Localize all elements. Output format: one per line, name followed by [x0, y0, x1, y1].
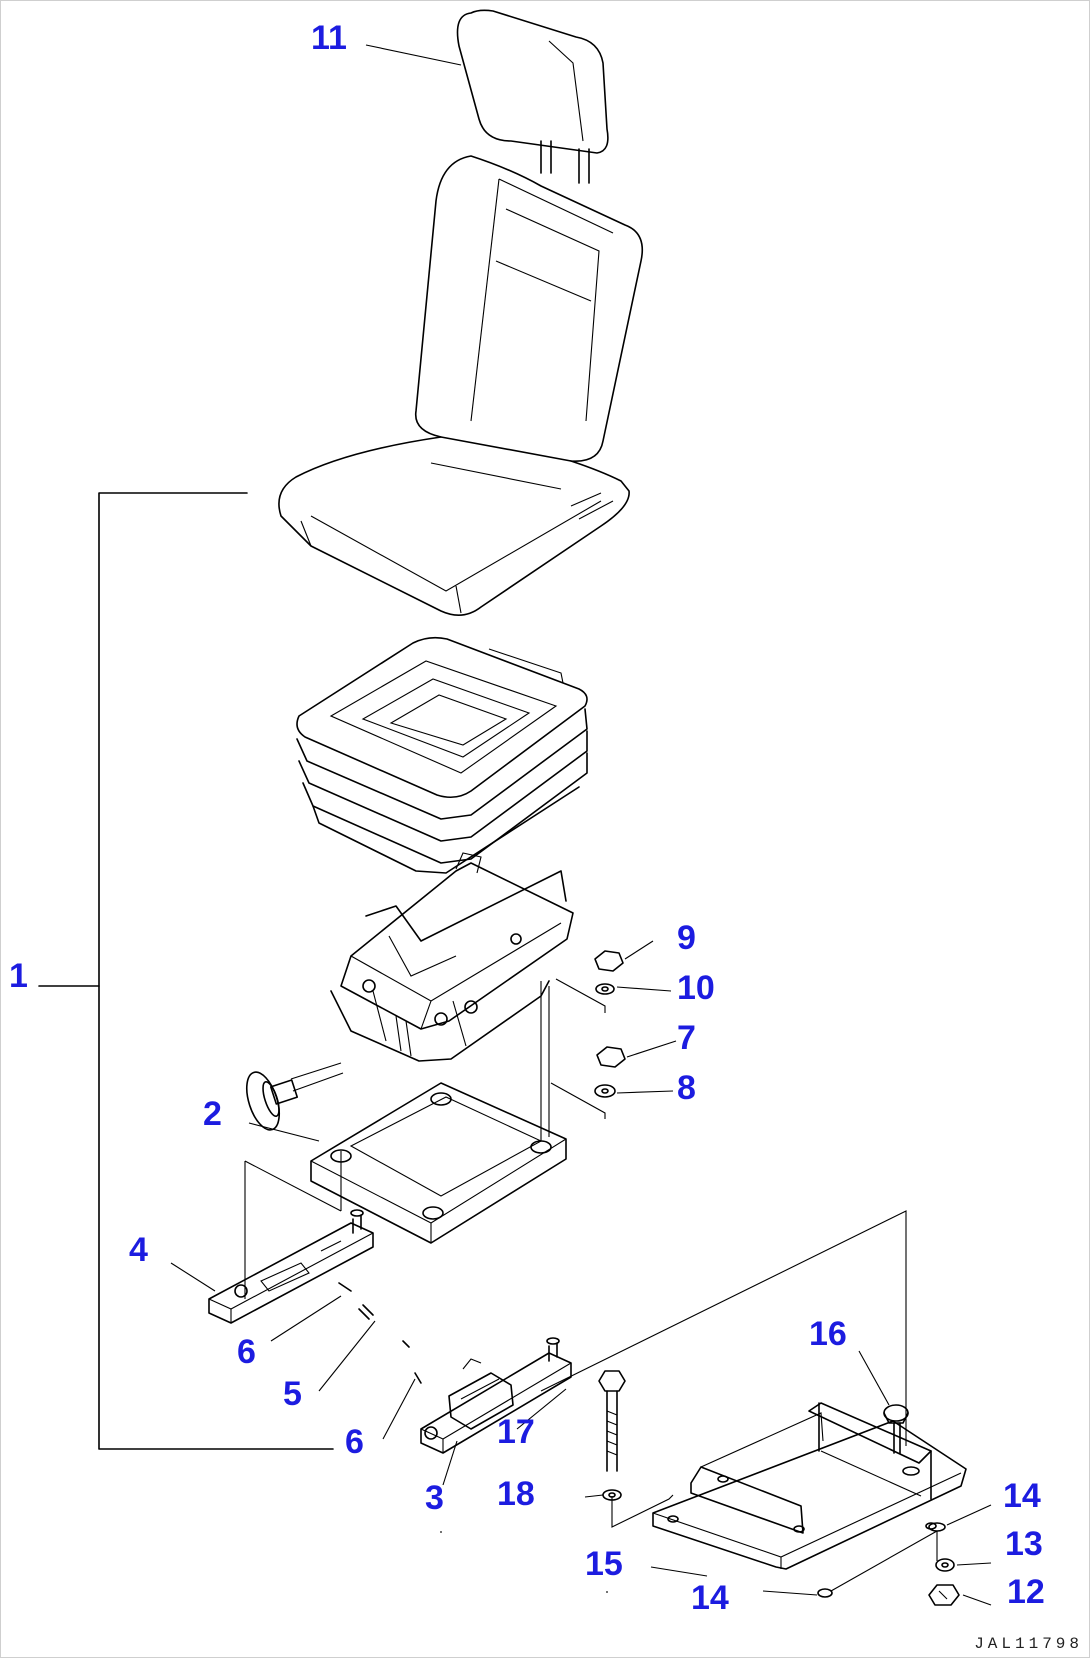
leader-lines [170, 44, 992, 1606]
callout-16: 16 [809, 1315, 847, 1353]
callout-12: 12 [1007, 1573, 1045, 1611]
nuts-and-washers-upper [550, 950, 626, 1119]
callout-3: 3 [425, 1479, 444, 1517]
drawing-code: JAL11798 [974, 1635, 1083, 1653]
callout-7: 7 [677, 1019, 696, 1057]
headrest-part [456, 9, 609, 184]
suspension-mechanism-part [245, 852, 574, 1131]
lock-knob-part [883, 1404, 909, 1454]
slide-rail-left-part [208, 1209, 374, 1324]
pin-and-clip-hardware [338, 1282, 422, 1384]
callout-5: 5 [283, 1375, 302, 1413]
callout-11: 11 [311, 19, 347, 57]
callout-8: 8 [677, 1069, 696, 1107]
callout-10: 10 [677, 969, 715, 1007]
callout-14-lower: 14 [691, 1579, 729, 1617]
callout-15: 15 [585, 1545, 623, 1583]
callout-17: 17 [497, 1413, 535, 1451]
slide-rail-right-part [420, 1337, 572, 1454]
callout-2: 2 [203, 1095, 222, 1133]
callout-1: 1 [9, 957, 28, 995]
callout-4: 4 [129, 1231, 148, 1269]
suspension-bellows-part [296, 636, 588, 874]
mounting-plate-part [310, 981, 567, 1244]
bolt-and-washer-part [598, 1370, 626, 1501]
callout-18: 18 [497, 1475, 535, 1513]
base-bracket-part [652, 1402, 967, 1570]
callout-6-lower: 6 [345, 1423, 364, 1461]
seat-body-part [278, 155, 644, 616]
assembly-bracket-1 [98, 492, 334, 1450]
callout-14-upper: 14 [1003, 1477, 1041, 1515]
callout-9: 9 [677, 919, 696, 957]
nuts-and-washers-lower [817, 1522, 960, 1606]
callout-13: 13 [1005, 1525, 1043, 1563]
callout-6-upper: 6 [237, 1333, 256, 1371]
